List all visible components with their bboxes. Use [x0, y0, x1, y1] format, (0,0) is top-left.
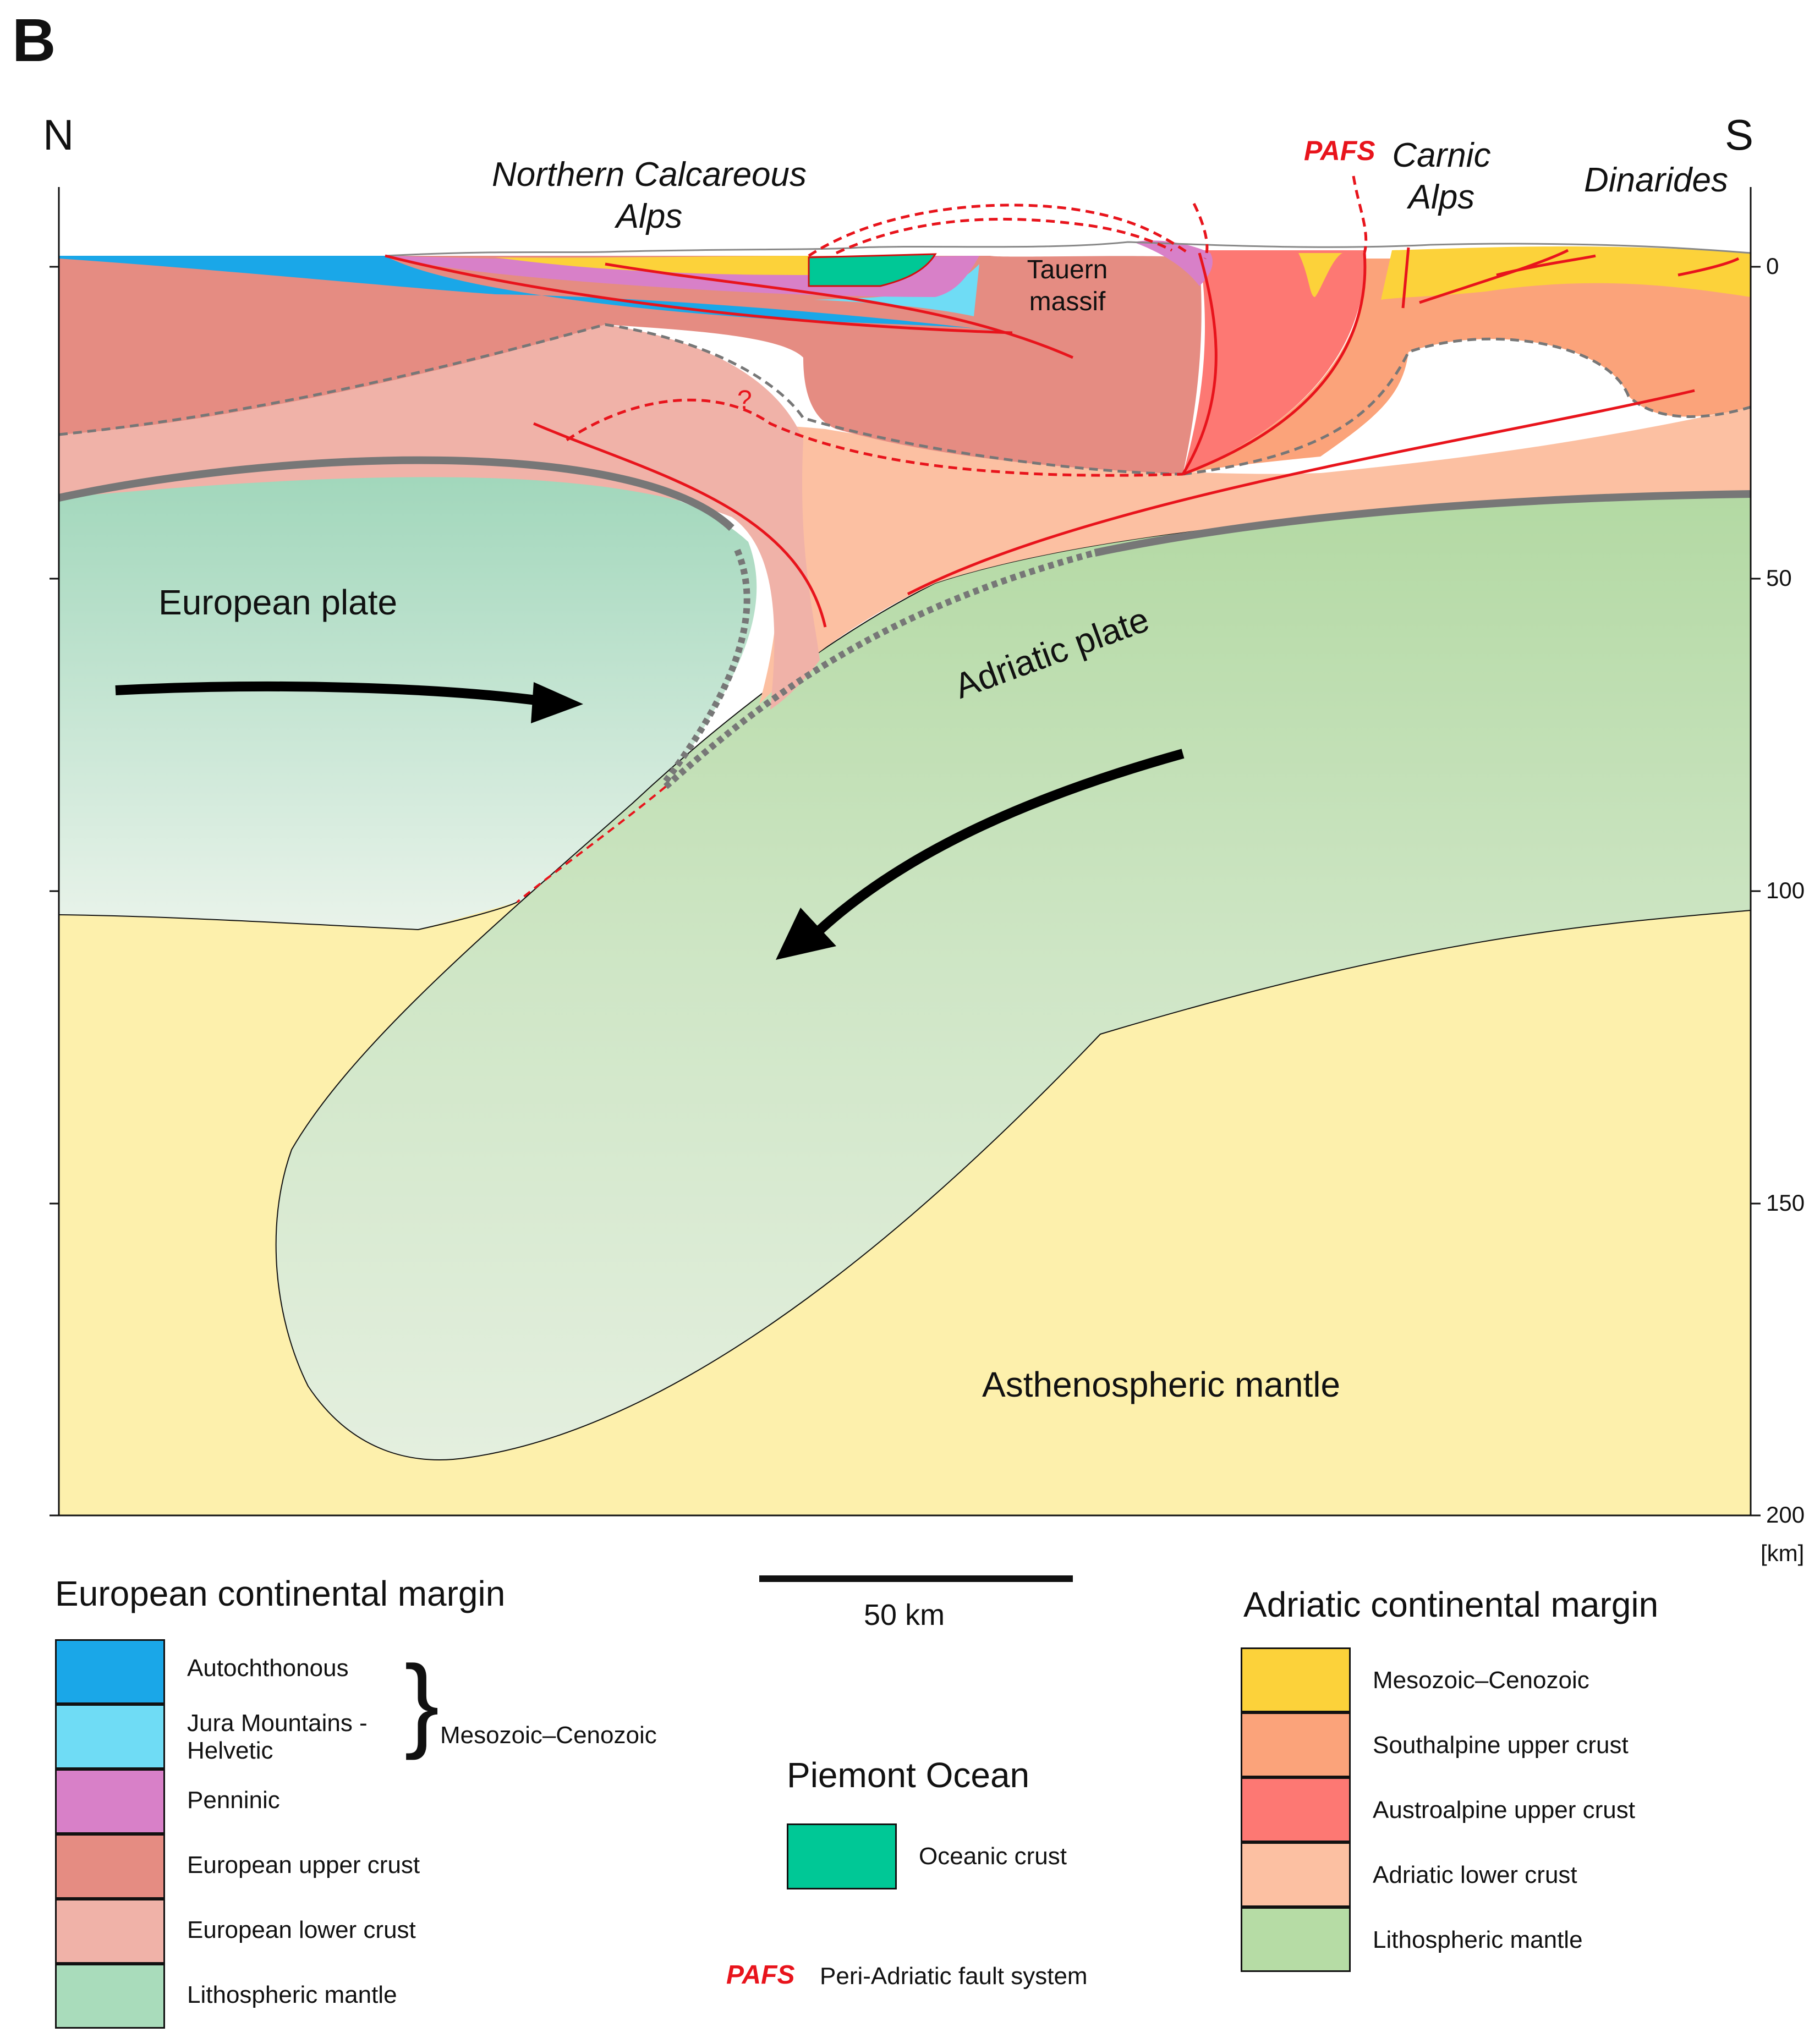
southalpine-upper-crust-area — [1183, 259, 1751, 474]
dinarides-label: Dinarides — [1584, 161, 1728, 199]
swatch-european-upper-crust — [55, 1834, 165, 1899]
european-lower-crust-area — [59, 325, 820, 710]
axis-ticks — [50, 266, 1761, 1517]
swatch-adriatic-lithospheric-mantle — [1241, 1907, 1351, 1972]
northern-calcareous-alps-label: Northern Calcareous Alps — [491, 156, 807, 235]
legend-european-title: European continental margin — [55, 1574, 506, 1613]
swatch-adriatic-lower-crust — [1241, 1842, 1351, 1907]
legend-adriatic-lithospheric-mantle-label: Lithospheric mantle — [1373, 1926, 1583, 1953]
adriatic-cover-area — [1298, 246, 1751, 300]
european-plate-arrow — [115, 681, 546, 706]
legend-pafs-label: Peri-Adriatic fault system — [820, 1963, 1088, 1990]
legend-european-lithospheric-mantle-label: Lithospheric mantle — [187, 1981, 397, 2008]
swatch-european-lithospheric-mantle — [55, 1964, 165, 2029]
legend-adriatic-cover-label: Mesozoic–Cenozoic — [1373, 1667, 1589, 1694]
adriatic-lower-crust-area — [545, 407, 1751, 704]
panel-letter: B — [12, 7, 56, 74]
scale-bar — [759, 1575, 1073, 1582]
bracket-symbol: } — [404, 1644, 440, 1761]
cross-section — [50, 175, 1761, 1517]
depth-unit-label: [km] — [1761, 1540, 1805, 1566]
legend-southalpine-upper-crust-label: Southalpine upper crust — [1373, 1732, 1629, 1759]
swatch-european-lower-crust — [55, 1899, 165, 1964]
crust-boundary-dashed — [58, 323, 1751, 476]
legend-adriatic-lower-crust-label: Adriatic lower crust — [1373, 1861, 1577, 1888]
austroalpine-upper-crust-area — [1183, 250, 1365, 474]
adriatic-plate-arrowhead — [776, 908, 836, 960]
south-label: S — [1725, 111, 1754, 159]
legend-autochthonous-label: Autochthonous — [187, 1655, 349, 1682]
fault-lines-dashed — [566, 175, 1368, 477]
legend-penninic-label: Penninic — [187, 1787, 280, 1814]
swatch-oceanic-crust — [787, 1823, 897, 1889]
european-mantle-area — [59, 462, 757, 930]
topography-line — [385, 241, 1751, 257]
legend-helvetic-label: Jura Mountains - Helvetic — [187, 1710, 368, 1764]
autochthonous-area — [59, 256, 1012, 333]
legend-european-upper-crust-label: European upper crust — [187, 1852, 420, 1878]
oceanic-crust-area — [808, 253, 937, 287]
legend-pafs-abbr: PAFS — [726, 1960, 795, 1990]
depth-tick-0: 0 — [1766, 253, 1779, 279]
swatch-adriatic-cover — [1241, 1647, 1351, 1712]
tauern-massif-label: Tauern massif — [1027, 255, 1108, 316]
depth-tick-150: 150 — [1766, 1190, 1805, 1216]
legend-bracket-label: Mesozoic–Cenozoic — [440, 1722, 657, 1749]
uncertain-question-mark: ? — [737, 386, 752, 415]
swatch-autochthonous — [55, 1639, 165, 1704]
helvetic-area — [814, 264, 979, 316]
depth-tick-200: 200 — [1766, 1502, 1805, 1528]
fault-lines — [385, 247, 1740, 628]
legend-adriatic-title: Adriatic continental margin — [1243, 1585, 1659, 1624]
moho-dashed — [663, 548, 1096, 789]
legend-piemont-title: Piemont Ocean — [787, 1755, 1030, 1795]
adriatic-plate-arrow — [810, 749, 1185, 939]
swatch-austroalpine-upper-crust — [1241, 1777, 1351, 1842]
carnic-alps-label: Carnic Alps — [1392, 136, 1491, 216]
legend-european-lower-crust-label: European lower crust — [187, 1916, 416, 1943]
depth-tick-100: 100 — [1766, 877, 1805, 903]
scale-bar-label: 50 km — [864, 1598, 945, 1632]
pafs-label: PAFS — [1304, 135, 1375, 166]
moho-adriatic — [1094, 490, 1751, 557]
swatch-southalpine-upper-crust — [1241, 1712, 1351, 1777]
depth-tick-50: 50 — [1766, 565, 1792, 591]
moho-european — [58, 456, 734, 531]
swatch-helvetic — [55, 1704, 165, 1769]
north-label: N — [43, 111, 74, 159]
asthenospheric-mantle-label: Asthenospheric mantle — [982, 1365, 1341, 1404]
legend-oceanic-crust-label: Oceanic crust — [919, 1843, 1067, 1870]
legend-austroalpine-upper-crust-label: Austroalpine upper crust — [1373, 1797, 1635, 1823]
lithosphere-base-european — [58, 902, 518, 931]
adriatic-mantle-area — [275, 493, 1751, 1460]
swatch-penninic — [55, 1769, 165, 1834]
subduction-trace-dashed — [516, 785, 667, 903]
european-plate-arrowhead — [531, 682, 583, 723]
european-plate-label: European plate — [158, 583, 398, 622]
nca-cover-area — [495, 256, 809, 275]
